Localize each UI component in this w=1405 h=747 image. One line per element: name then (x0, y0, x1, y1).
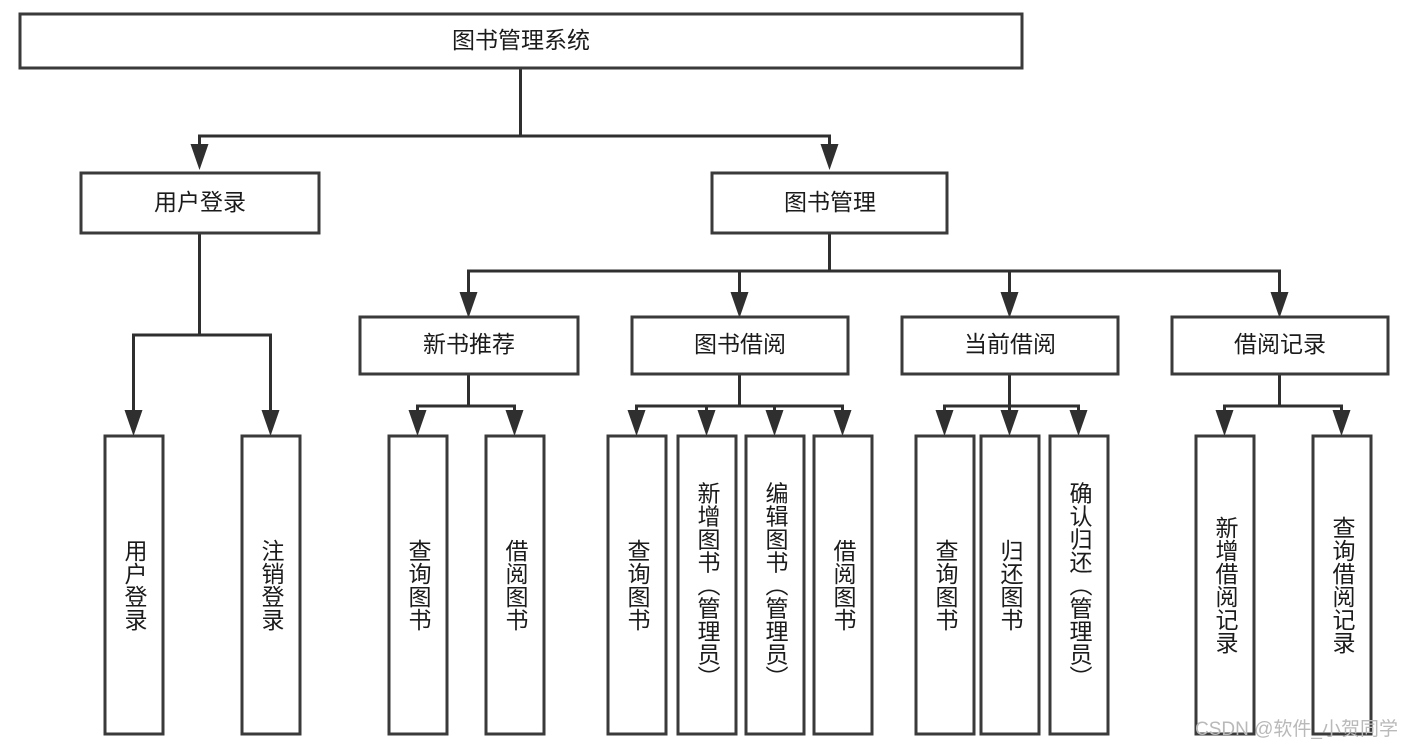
leaf-current-query-book-label: 查询图书 (932, 539, 959, 631)
arrow-to-current-leaf-3 (1069, 410, 1088, 436)
leaf-borrow-query-book[interactable]: 查询图书 (606, 434, 668, 736)
connector-layer (124, 66, 1351, 436)
leaf-current-confirm-return[interactable]: 确认归还（管理员） (1048, 434, 1110, 736)
node-new-book-recommend-label: 新书推荐 (423, 331, 515, 357)
leaf-record-query-record-label: 查询借阅记录 (1329, 516, 1356, 654)
leaf-current-confirm-return-label: 确认归还（管理员） (1066, 482, 1093, 689)
leaf-recommend-borrow-book[interactable]: 借阅图书 (484, 434, 546, 736)
leaf-user-login-logout[interactable]: 注销登录 (240, 434, 302, 736)
leaf-borrow-borrow-book[interactable]: 借阅图书 (812, 434, 874, 736)
leaf-borrow-edit-book-label: 编辑图书（管理员） (762, 482, 789, 689)
leaf-recommend-query-book[interactable]: 查询图书 (387, 434, 449, 736)
leaf-record-add-record-label: 新增借阅记录 (1212, 516, 1239, 654)
node-current-borrow-label: 当前借阅 (964, 331, 1056, 357)
leaf-borrow-add-book[interactable]: 新增图书（管理员） (676, 434, 738, 736)
arrow-to-borrow-leaf-1 (627, 410, 646, 436)
leaf-borrow-borrow-book-label: 借阅图书 (830, 539, 857, 631)
leaf-user-login-logout-label: 注销登录 (258, 539, 285, 631)
leaf-recommend-borrow-book-label: 借阅图书 (502, 539, 529, 631)
arrow-to-recommend-leaf-2 (505, 410, 524, 436)
node-current-borrow[interactable]: 当前借阅 (900, 315, 1120, 376)
node-borrow-record[interactable]: 借阅记录 (1170, 315, 1390, 376)
arrow-to-borrow-leaf-4 (833, 410, 852, 436)
leaf-borrow-query-book-label: 查询图书 (624, 539, 651, 631)
arrow-to-book-manage (820, 144, 839, 170)
arrow-to-user-login (190, 144, 209, 170)
arrow-to-borrow-record (1270, 292, 1289, 318)
leaf-borrow-edit-book[interactable]: 编辑图书（管理员） (744, 434, 806, 736)
node-root-label: 图书管理系统 (452, 27, 590, 53)
node-borrow-record-label: 借阅记录 (1234, 331, 1326, 357)
arrow-to-current-leaf-2 (1000, 410, 1019, 436)
leaf-borrow-add-book-label: 新增图书（管理员） (694, 482, 721, 689)
leaf-recommend-query-book-label: 查询图书 (405, 539, 432, 631)
leaf-current-query-book[interactable]: 查询图书 (914, 434, 976, 736)
arrow-to-record-leaf-2 (1332, 410, 1351, 436)
arrow-to-borrow-leaf-3 (765, 410, 784, 436)
leaf-user-login-login[interactable]: 用户登录 (103, 434, 165, 736)
node-book-borrow[interactable]: 图书借阅 (630, 315, 850, 376)
arrow-to-recommend-leaf-1 (408, 410, 427, 436)
node-root-system[interactable]: 图书管理系统 (18, 12, 1024, 70)
node-book-manage-label: 图书管理 (784, 189, 876, 215)
node-new-book-recommend[interactable]: 新书推荐 (358, 315, 580, 376)
arrow-to-user-login-leaf (124, 410, 143, 436)
leaf-record-query-record[interactable]: 查询借阅记录 (1311, 434, 1373, 736)
node-book-manage[interactable]: 图书管理 (710, 171, 949, 235)
leaf-current-return-book[interactable]: 归还图书 (979, 434, 1041, 736)
leaf-current-return-book-label: 归还图书 (997, 539, 1024, 631)
arrow-to-new-book-recommend (459, 292, 478, 318)
leaf-record-add-record[interactable]: 新增借阅记录 (1194, 434, 1256, 736)
node-book-borrow-label: 图书借阅 (694, 331, 786, 357)
arrow-to-borrow-leaf-2 (697, 410, 716, 436)
node-user-login[interactable]: 用户登录 (79, 171, 321, 235)
arrow-to-book-borrow (730, 292, 749, 318)
leaf-user-login-login-label: 用户登录 (121, 539, 148, 631)
arrow-to-current-borrow (1000, 292, 1019, 318)
node-user-login-label: 用户登录 (154, 189, 246, 215)
arrow-to-current-leaf-1 (935, 410, 954, 436)
csdn-watermark: CSDN @软件_小贺同学 (1195, 718, 1398, 740)
arrow-to-record-leaf-1 (1215, 410, 1234, 436)
arrow-to-logout-leaf (261, 410, 280, 436)
